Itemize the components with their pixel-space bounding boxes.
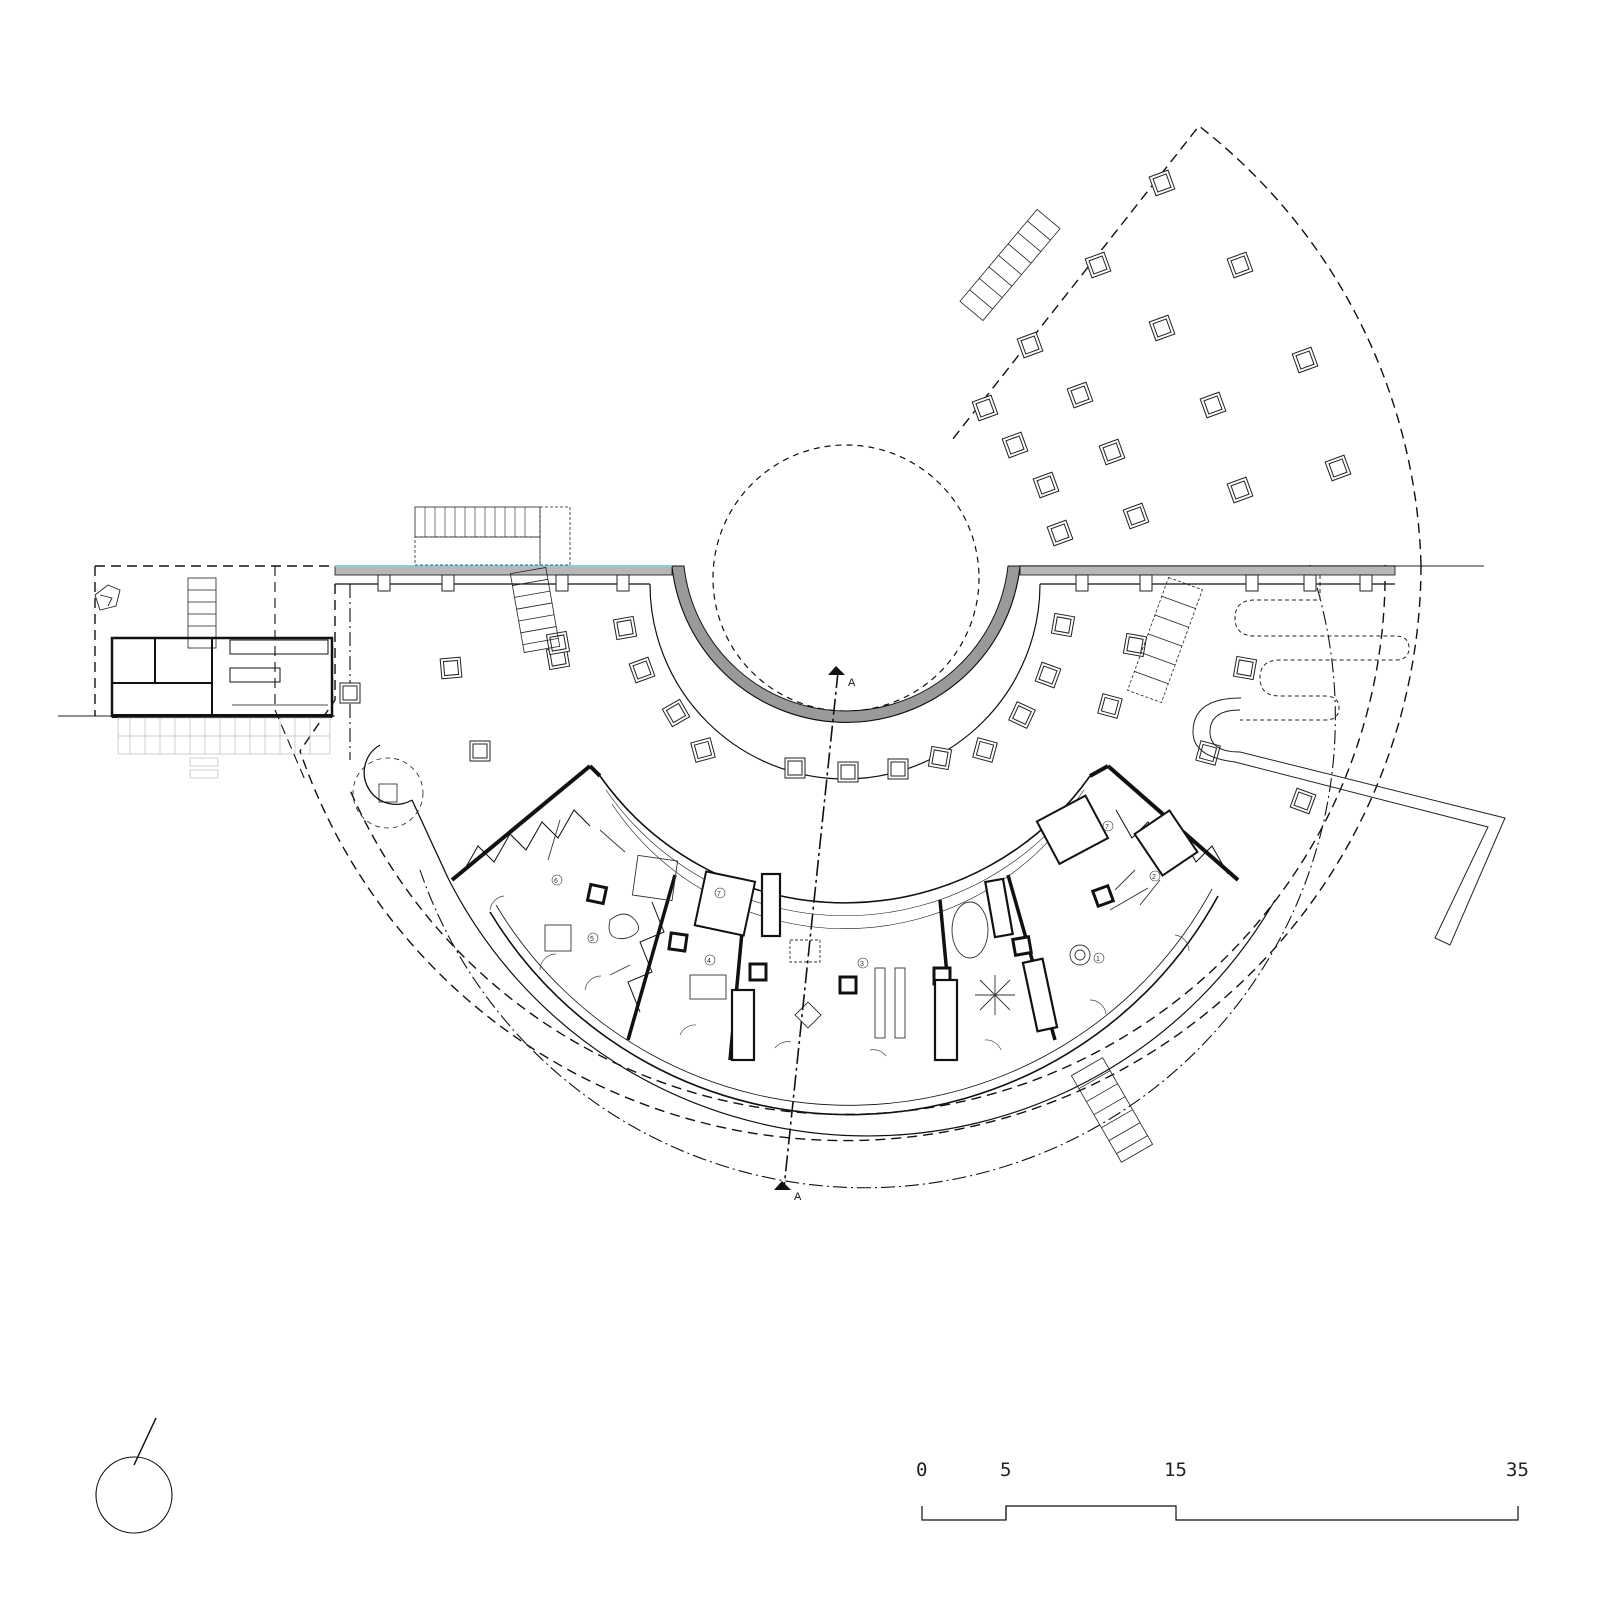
stairs: [187, 208, 1203, 1163]
door-swings: [489, 895, 1190, 1057]
section-marker-top: A: [828, 666, 856, 689]
scale-label-0: 0: [916, 1459, 927, 1481]
building-outline: [335, 565, 1395, 1137]
exhibit-furniture: [544, 819, 1161, 1039]
section-marker-bottom: A: [774, 1181, 802, 1203]
scale-bar: 0 5 15 35: [916, 1459, 1529, 1521]
service-rooms: [693, 794, 1199, 937]
courtyard-circle: [712, 444, 980, 712]
north-arrow-icon: [95, 1417, 173, 1534]
svg-text:4: 4: [707, 958, 711, 965]
svg-text:7: 7: [717, 891, 721, 898]
facade-columns: [377, 574, 1373, 592]
drip-lines: [349, 564, 1336, 1189]
winding-ramp: [1192, 575, 1506, 946]
section-line: [783, 671, 839, 1189]
svg-text:1: 1: [1096, 956, 1100, 963]
room-numbers: 1 2 3 4 5 6 7 7: [554, 824, 1156, 968]
scale-label-15: 15: [1164, 1459, 1187, 1481]
interior-columns: [585, 882, 1116, 995]
svg-text:5: 5: [590, 936, 594, 943]
small-plaza: [352, 757, 424, 829]
svg-text:A: A: [794, 1191, 802, 1203]
north-roof-strip-left: [334, 565, 673, 576]
west-building-canopy: [274, 566, 306, 781]
west-building: [110, 636, 334, 718]
canopy-columns: [339, 169, 1352, 815]
west-building-tiles: [117, 717, 331, 779]
toilet-cores: [730, 872, 1059, 1062]
scale-label-35: 35: [1506, 1459, 1529, 1481]
svg-text:7: 7: [1105, 824, 1109, 831]
svg-text:A: A: [848, 677, 856, 689]
inner-curved-wall: [671, 565, 1021, 723]
north-roof-strip-right: [1019, 565, 1396, 576]
rock-symbol: [94, 584, 121, 611]
svg-text:2: 2: [1152, 874, 1156, 881]
scale-label-5: 5: [1000, 1459, 1011, 1481]
svg-text:6: 6: [554, 878, 558, 885]
svg-text:3: 3: [860, 961, 864, 968]
room-labels: [551, 820, 1161, 969]
exhibition-block: [450, 764, 1240, 1116]
canopy-outlines: [94, 125, 1422, 1142]
